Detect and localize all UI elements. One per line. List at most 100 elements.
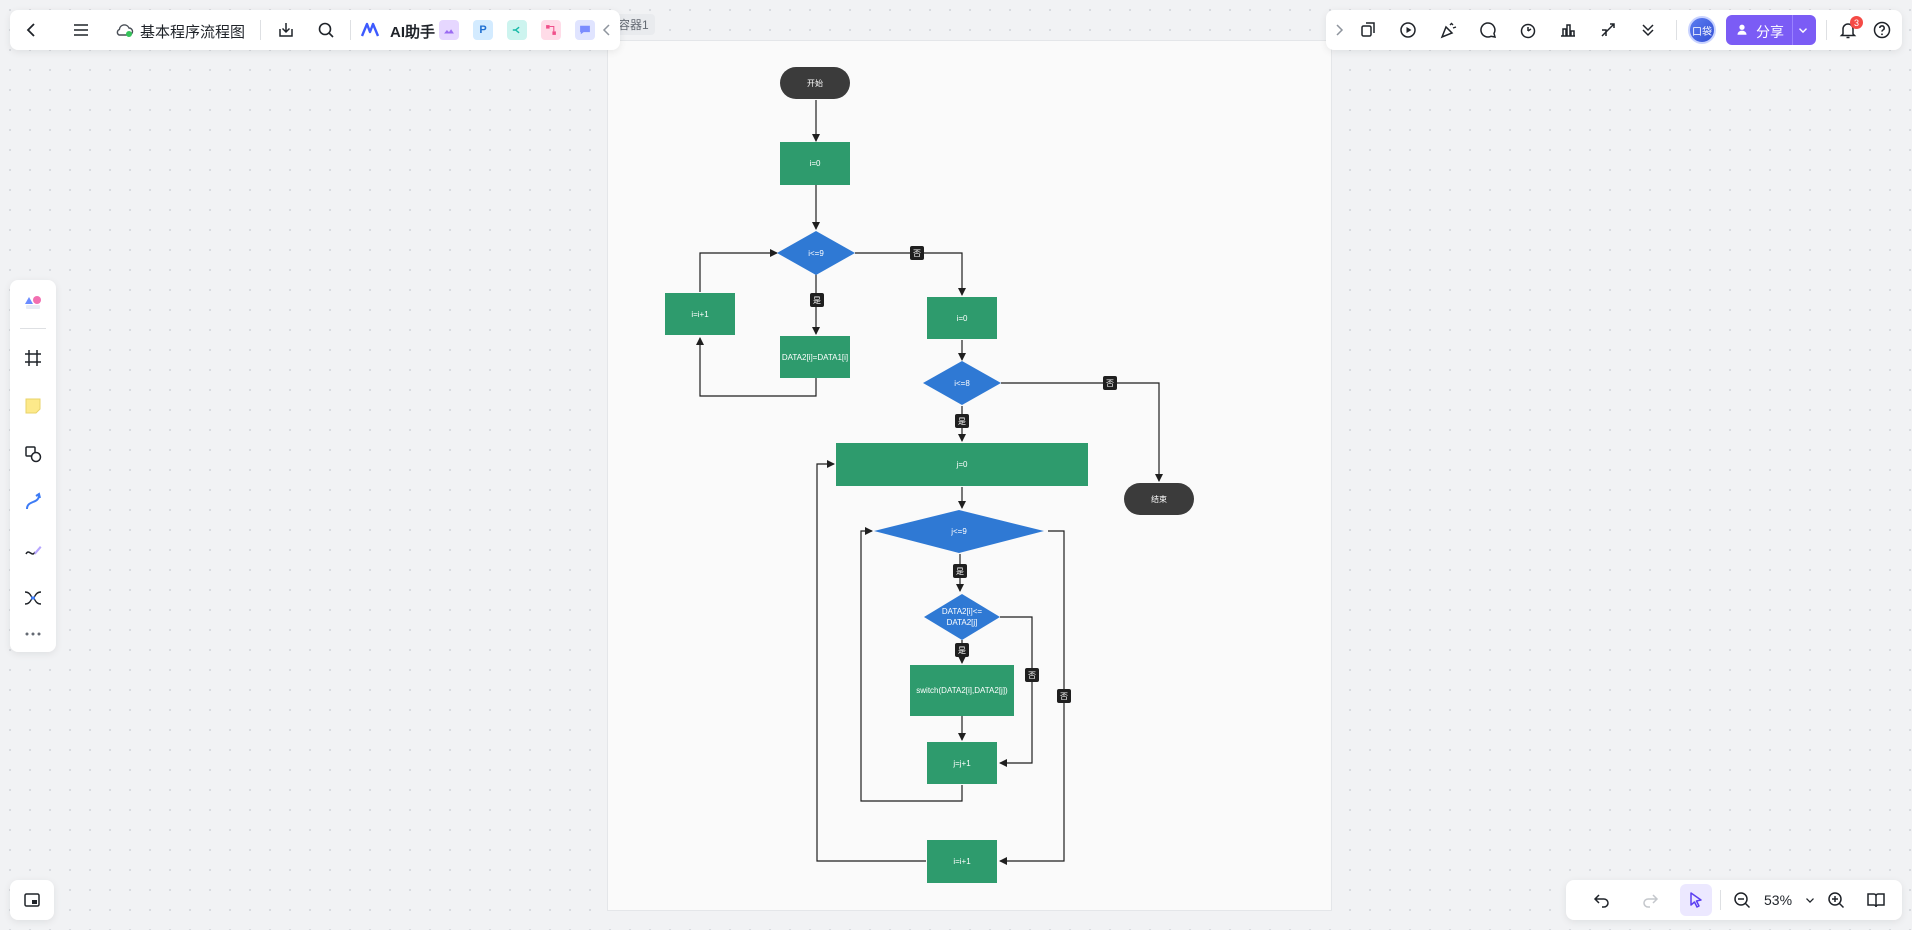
copy-label: DATA2[i]=DATA1[i]	[782, 353, 848, 362]
doc-title[interactable]: 基本程序流程图	[140, 24, 246, 41]
edge-label-no: 否	[1060, 692, 1068, 701]
tool-divider	[20, 328, 46, 329]
more-tools-icon[interactable]	[1632, 14, 1664, 46]
end-node	[1124, 483, 1194, 515]
redo-icon[interactable]	[1634, 884, 1666, 916]
celebrate-icon[interactable]	[1432, 14, 1464, 46]
i-cond-node	[777, 231, 855, 275]
edge-label-bg	[1025, 668, 1039, 682]
edge-label-bg	[1103, 376, 1117, 390]
compare-label-line2: DATA2[j]	[947, 618, 978, 627]
shapes-library-icon[interactable]	[17, 286, 49, 318]
pen-tool-icon[interactable]	[17, 534, 49, 566]
j-init-node	[836, 443, 1088, 486]
minimap-icon[interactable]	[16, 884, 48, 916]
edge-label-no: 否	[1028, 671, 1036, 680]
bottom-left-toolbar	[10, 880, 54, 920]
flowchart-app-icon[interactable]	[541, 20, 561, 40]
back-icon[interactable]	[16, 14, 48, 46]
connector-tool-icon[interactable]	[17, 486, 49, 518]
expand-toolbar-icon[interactable]	[1328, 14, 1350, 46]
collapse-toolbar-icon[interactable]	[596, 14, 618, 46]
i-cond2-label: i<=8	[954, 379, 970, 388]
download-icon[interactable]	[270, 14, 302, 46]
i-init-node	[780, 142, 850, 185]
edge-label-yes: 是	[956, 567, 964, 576]
zoom-in-icon[interactable]	[1820, 884, 1852, 916]
search-icon[interactable]	[310, 14, 342, 46]
i-inc-node	[665, 293, 735, 335]
end-label: 结束	[1151, 494, 1167, 504]
book-icon[interactable]	[1860, 884, 1892, 916]
edge-label-bg	[953, 564, 967, 578]
j-cond-label: j<=9	[950, 527, 967, 536]
presentation-app-letter: P	[479, 24, 487, 36]
i-cond-label: i<=9	[808, 249, 824, 258]
copy-node	[780, 336, 850, 378]
mindmap-app-icon[interactable]	[507, 20, 527, 40]
share-button[interactable]: 分享	[1726, 15, 1816, 45]
start-label: 开始	[807, 78, 823, 88]
share-divider	[1792, 15, 1793, 45]
shape-tool-icon[interactable]	[17, 438, 49, 470]
edge-label-yes: 是	[958, 417, 966, 426]
i-reset-node	[927, 297, 997, 339]
j-inc-node	[927, 742, 997, 784]
play-icon[interactable]	[1392, 14, 1424, 46]
compare-label-line1: DATA2[i]<=	[942, 607, 982, 616]
edge-label-yes: 是	[813, 296, 821, 305]
image-app-icon[interactable]	[439, 20, 459, 40]
mindmap-tool-icon[interactable]	[17, 582, 49, 614]
start-node	[780, 67, 850, 99]
undo-icon[interactable]	[1586, 884, 1618, 916]
connector	[816, 460, 926, 862]
presentation-app-icon[interactable]: P	[473, 20, 493, 40]
i-cond2-node	[923, 361, 1001, 405]
connector	[855, 252, 966, 296]
frame-tool-icon[interactable]	[17, 342, 49, 374]
menu-icon[interactable]	[65, 14, 97, 46]
edge-label-no: 否	[1106, 379, 1114, 388]
ai-assistant-label[interactable]: AI助手	[390, 24, 436, 41]
timer-icon[interactable]	[1512, 14, 1544, 46]
ai-assistant-icon[interactable]	[354, 14, 386, 46]
top-right-toolbar: 口袋 分享 3	[1326, 10, 1902, 50]
left-tools-toolbar	[10, 280, 56, 652]
i-inc2-label: i=i+1	[953, 857, 971, 866]
notification-badge: 3	[1850, 16, 1863, 29]
zoom-dropdown-icon[interactable]	[1802, 888, 1818, 912]
frame-label[interactable]: 容器1	[612, 14, 655, 35]
connector	[860, 527, 963, 802]
help-icon[interactable]	[1866, 14, 1898, 46]
select-pointer-icon[interactable]	[1680, 884, 1712, 916]
template-icon[interactable]	[1352, 14, 1384, 46]
i-init-label: i=0	[810, 159, 821, 168]
chevron-down-icon[interactable]	[1796, 23, 1810, 42]
swap-node	[910, 665, 1014, 716]
connector	[1001, 382, 1163, 482]
zoom-toolbar: 53%	[1566, 880, 1902, 920]
top-left-toolbar: 基本程序流程图 AI助手 P	[10, 10, 620, 50]
edge-label-bg	[955, 643, 969, 657]
connector	[999, 616, 1033, 767]
swap-label: switch(DATA2[i],DATA2[j])	[916, 686, 1008, 695]
edge-label-yes: 是	[958, 646, 966, 655]
comment-app-icon[interactable]	[575, 20, 595, 40]
edge-label-bg	[955, 414, 969, 428]
more-icon[interactable]	[17, 622, 49, 646]
avatar[interactable]: 口袋	[1688, 16, 1716, 44]
compare-node	[924, 594, 1000, 640]
edge-label-bg	[810, 293, 824, 307]
sticky-note-icon[interactable]	[17, 390, 49, 422]
zoom-level[interactable]: 53%	[1764, 892, 1793, 908]
vote-icon[interactable]	[1552, 14, 1584, 46]
zoom-out-icon[interactable]	[1726, 884, 1758, 916]
comment-icon[interactable]	[1472, 14, 1504, 46]
laser-pointer-icon[interactable]	[1592, 14, 1624, 46]
i-inc2-node	[927, 840, 997, 883]
j-init-label: j=0	[956, 460, 968, 469]
cloud-saved-icon	[108, 14, 140, 46]
connector	[699, 249, 778, 292]
connector	[696, 337, 817, 397]
